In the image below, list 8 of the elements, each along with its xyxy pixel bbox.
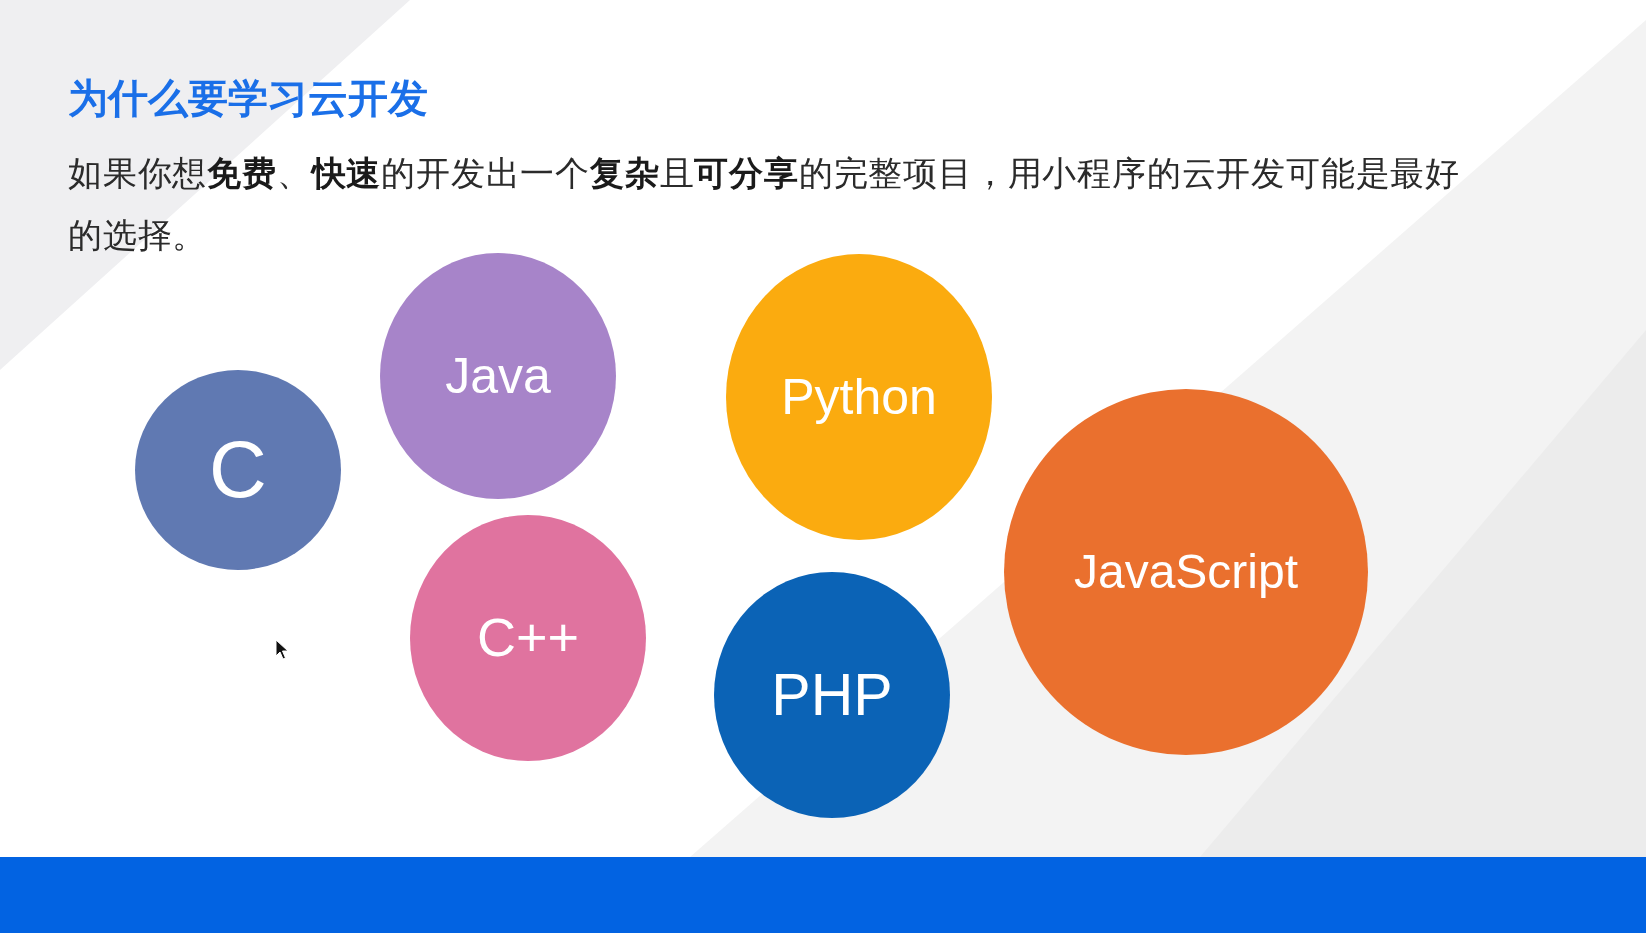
- language-name: PHP: [771, 662, 893, 728]
- intro-paragraph: 如果你想免费、快速的开发出一个复杂且可分享的完整项目，用小程序的云开发可能是最好的选择。: [68, 152, 1462, 257]
- language-name: C: [209, 426, 267, 514]
- language-name: Java: [445, 348, 551, 404]
- language-name: Python: [781, 369, 937, 425]
- language-name: C++: [476, 608, 580, 668]
- language-name: JavaScript: [1073, 545, 1299, 599]
- slide-title: 为什么要学习云开发: [68, 74, 428, 123]
